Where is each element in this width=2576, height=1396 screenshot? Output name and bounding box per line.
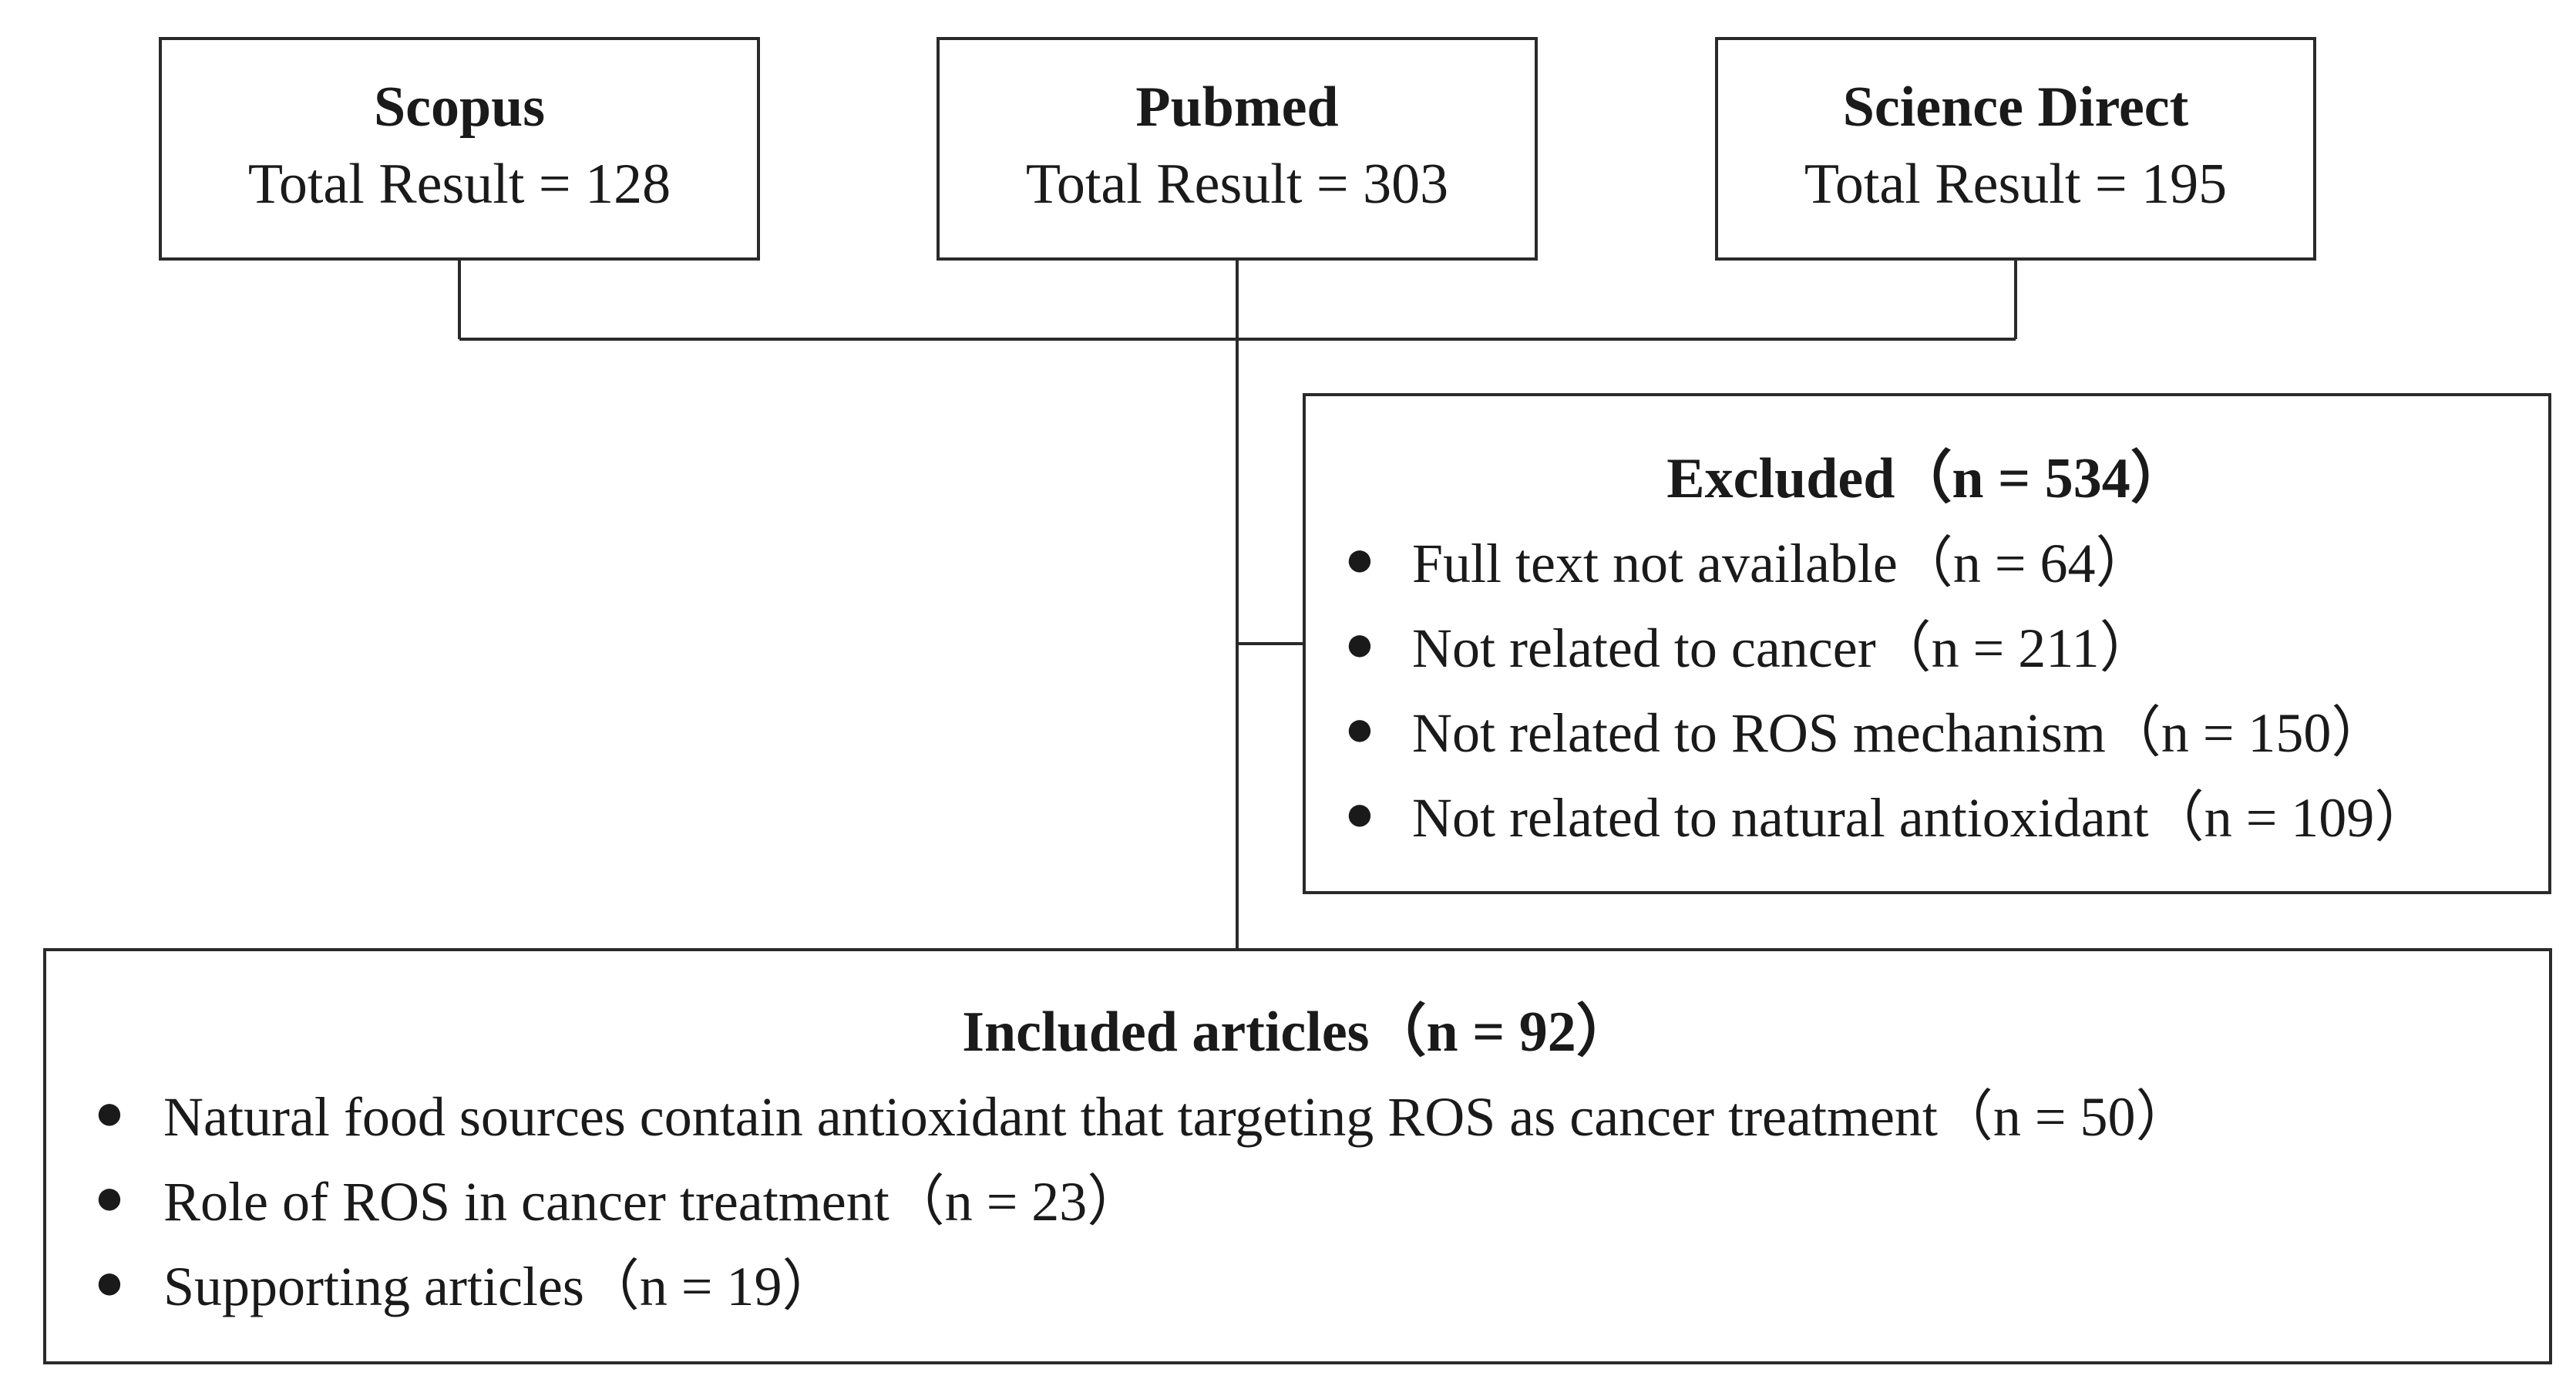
pubmed-name: Pubmed — [1135, 76, 1339, 139]
bullet-icon: ● — [94, 1169, 125, 1226]
included-box: Included articles（n = 92） ● Natural food … — [43, 948, 2552, 1364]
included-title: Included articles（n = 92） — [962, 1001, 1633, 1064]
included-item-label: Role of ROS in cancer treatment（n = 23） — [163, 1171, 1143, 1233]
excluded-item-label: Not related to natural antioxidant（n = 1… — [1412, 787, 2430, 849]
excluded-box: Excluded（n = 534） ● Full text not availab… — [1303, 393, 2551, 894]
list-item: ● Supporting articles（n = 19） — [46, 1244, 2549, 1329]
bullet-icon: ● — [94, 1085, 125, 1141]
bullet-icon: ● — [1344, 616, 1375, 672]
scopus-total-result: Total Result = 128 — [247, 153, 671, 216]
included-list: ● Natural food sources contain antioxidan… — [46, 1075, 2549, 1329]
included-item-label: Supporting articles（n = 19） — [163, 1256, 838, 1317]
excluded-item-label: Not related to ROS mechanism（n = 150） — [1412, 702, 2387, 764]
science-direct-box: Science Direct Total Result = 195 — [1715, 37, 2316, 261]
list-item: ● Not related to cancer（n = 211） — [1306, 606, 2548, 691]
list-item: ● Not related to ROS mechanism（n = 150） — [1306, 691, 2548, 775]
list-item: ● Not related to natural antioxidant（n = … — [1306, 775, 2548, 860]
scopus-name: Scopus — [373, 76, 546, 139]
bullet-icon: ● — [1344, 785, 1375, 842]
list-item: ● Full text not available（n = 64） — [1306, 521, 2548, 606]
pubmed-total-result: Total Result = 303 — [1025, 153, 1449, 216]
scopus-box: Scopus Total Result = 128 — [159, 37, 760, 261]
science-direct-total-result: Total Result = 195 — [1804, 153, 2228, 216]
bullet-icon: ● — [94, 1254, 125, 1310]
science-direct-name: Science Direct — [1842, 76, 2189, 139]
excluded-list: ● Full text not available（n = 64） ● Not re… — [1306, 521, 2548, 860]
included-item-label: Natural food sources contain antioxidant… — [163, 1086, 2191, 1148]
excluded-title: Excluded（n = 534） — [1666, 447, 2188, 510]
pubmed-box: Pubmed Total Result = 303 — [937, 37, 1538, 261]
bullet-icon: ● — [1344, 701, 1375, 757]
excluded-item-label: Not related to cancer（n = 211） — [1412, 617, 2155, 679]
excluded-item-label: Full text not available（n = 64） — [1412, 533, 2151, 594]
bullet-icon: ● — [1344, 531, 1375, 587]
list-item: ● Role of ROS in cancer treatment（n = 23） — [46, 1159, 2549, 1244]
list-item: ● Natural food sources contain antioxidan… — [46, 1075, 2549, 1159]
